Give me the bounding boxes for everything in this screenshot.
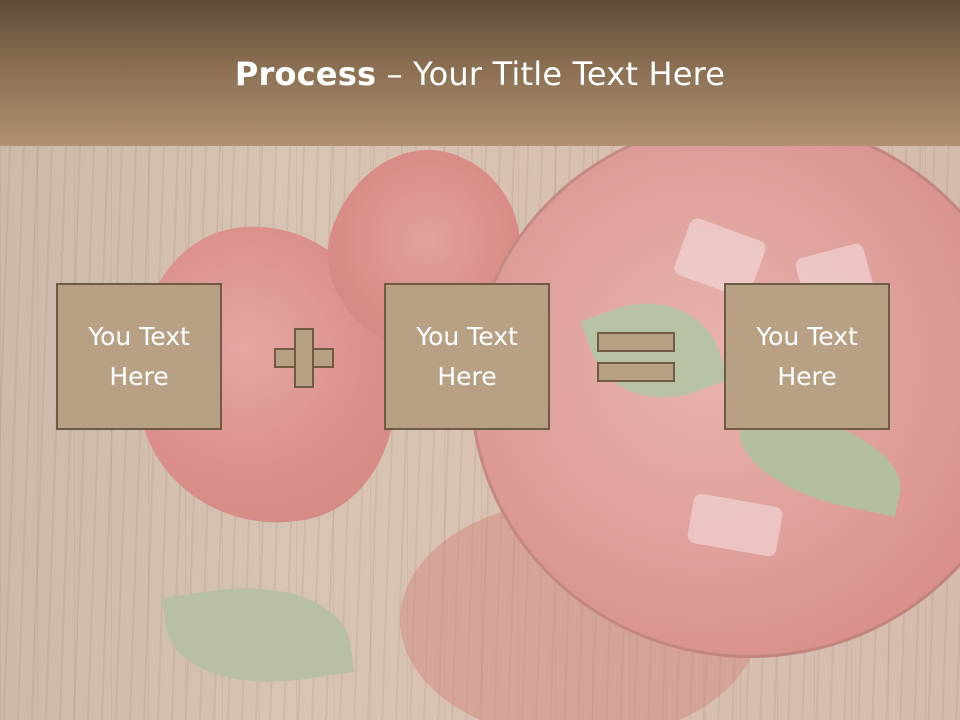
- process-box-1-line-1: You Text: [88, 321, 190, 351]
- process-box-result-line-1: You Text: [756, 321, 858, 351]
- process-box-1[interactable]: You Text Here: [56, 283, 222, 430]
- process-box-1-line-2: Here: [109, 361, 169, 391]
- process-box-2[interactable]: You Text Here: [384, 283, 550, 430]
- plus-icon: [274, 328, 334, 388]
- plus-core: [296, 350, 312, 366]
- title-bar: Process – Your Title Text Here: [0, 0, 960, 146]
- equals-icon: [597, 332, 675, 382]
- process-box-2-line-1: You Text: [416, 321, 518, 351]
- title-bold: Process: [234, 55, 377, 93]
- process-box-2-line-2: Here: [437, 361, 497, 391]
- title-rest: – Your Title Text Here: [376, 55, 726, 93]
- equals-bottom-bar: [597, 362, 675, 382]
- mint-leaf-image: [161, 572, 355, 698]
- slide-title: Process – Your Title Text Here: [0, 54, 960, 94]
- process-box-result[interactable]: You Text Here: [724, 283, 890, 430]
- equals-top-bar: [597, 332, 675, 352]
- process-box-result-line-2: Here: [777, 361, 837, 391]
